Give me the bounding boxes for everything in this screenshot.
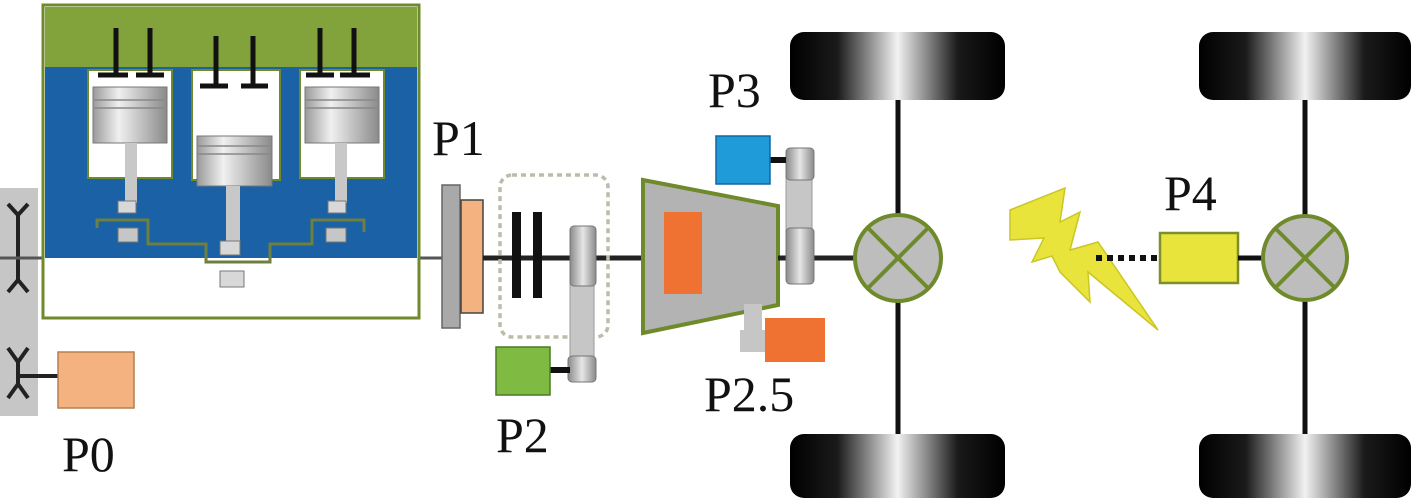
rear-lower-wheel-icon	[1199, 434, 1411, 498]
p2-lower-pulley	[567, 355, 597, 383]
p2-5-motor	[765, 318, 825, 362]
p3-lower-pulley	[785, 227, 815, 285]
engine-head	[45, 7, 417, 67]
front-upper-wheel-icon	[790, 32, 1005, 100]
cylinder-3	[299, 28, 385, 214]
piston-2	[196, 135, 273, 187]
p2-5-assembly: P2.5	[704, 304, 825, 422]
piston-1	[92, 86, 168, 144]
crank-journal-2	[325, 227, 347, 243]
clutch-housing-outline	[498, 173, 610, 339]
p2-upper-pulley	[569, 225, 597, 287]
p1-label: P1	[432, 110, 485, 166]
crank-journal-3	[219, 270, 245, 288]
gearbox-motor	[664, 212, 702, 294]
p2-label: P2	[496, 407, 549, 463]
rear-axle	[1199, 32, 1411, 498]
crankshaft-outline	[95, 218, 366, 264]
flywheel-plate	[441, 184, 461, 329]
lightning-icon	[1009, 186, 1159, 331]
p3-motor	[715, 135, 771, 185]
p1-assembly: P1	[432, 110, 485, 329]
p3-label: P3	[708, 62, 761, 118]
cylinder-2	[191, 36, 281, 256]
rear-differential-icon	[1261, 214, 1349, 302]
clutch-icon	[512, 212, 542, 298]
crank-journal-1	[117, 227, 139, 243]
p3-assembly: P3	[708, 62, 815, 285]
accessory-pulley-icon	[6, 346, 58, 400]
p4-label: P4	[1164, 165, 1217, 221]
front-axle	[790, 32, 1005, 498]
p2-5-label: P2.5	[704, 366, 794, 422]
cylinder-1	[87, 28, 173, 214]
p2-5-mount	[744, 304, 762, 330]
piston-3	[304, 86, 380, 144]
differential-icon	[853, 213, 943, 303]
p0-assembly: P0	[0, 188, 135, 482]
p4-motor	[1158, 231, 1240, 285]
p2-5-mount-base	[740, 330, 766, 352]
front-lower-wheel-icon	[790, 434, 1005, 498]
p3-upper-pulley	[785, 147, 815, 181]
p4-assembly: P4	[1158, 165, 1262, 285]
rear-upper-wheel-icon	[1199, 32, 1411, 100]
p0-motor	[57, 351, 135, 409]
p2-assembly: P2	[495, 173, 610, 463]
p0-label: P0	[62, 426, 115, 482]
p2-motor	[495, 346, 551, 396]
p1-motor	[460, 199, 484, 314]
gearbox-icon	[641, 177, 780, 336]
engine-icon	[41, 3, 421, 320]
front-pulley-icon	[6, 202, 30, 294]
